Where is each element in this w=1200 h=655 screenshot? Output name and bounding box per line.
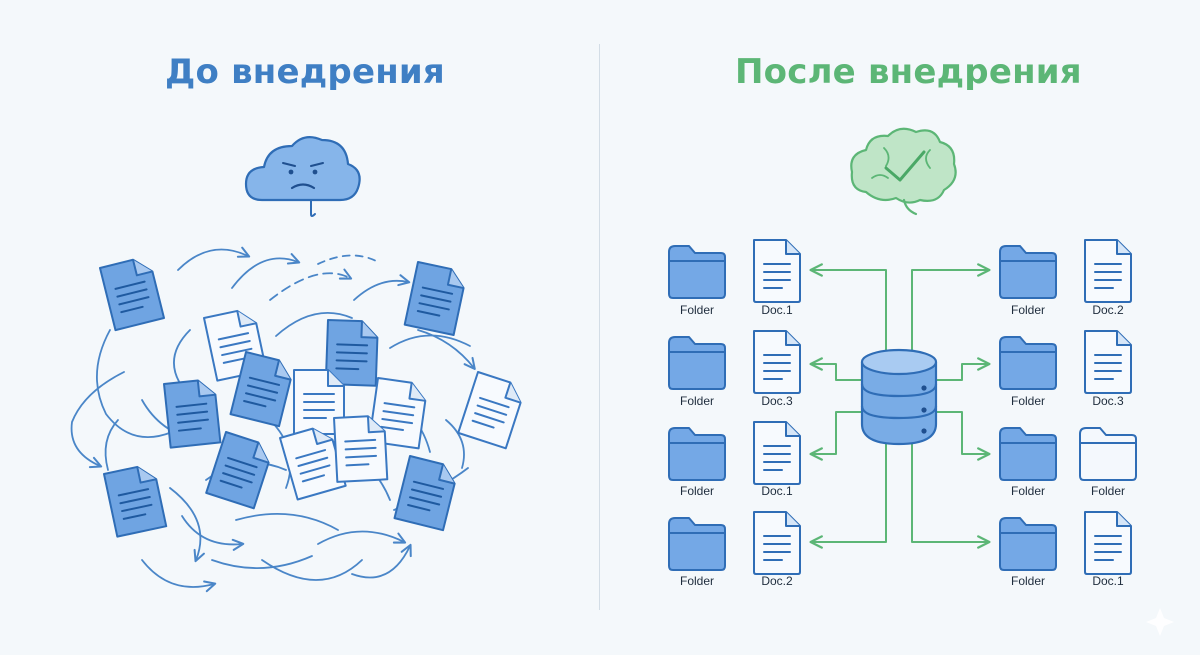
folder-label: Folder bbox=[1091, 484, 1125, 498]
document-label: Doc.1 bbox=[761, 303, 793, 317]
document-icon bbox=[753, 239, 801, 303]
document-label: Doc.1 bbox=[1092, 574, 1124, 588]
hub-connectors bbox=[809, 263, 991, 549]
folder-icon bbox=[999, 427, 1057, 481]
database-icon bbox=[860, 348, 938, 446]
right-row: Folder Doc.1 bbox=[999, 511, 1132, 588]
folder-outline-icon bbox=[1079, 427, 1137, 481]
folder-icon bbox=[668, 245, 726, 299]
document-icon bbox=[403, 261, 468, 336]
right-row: Folder Doc.2 bbox=[999, 239, 1132, 317]
sad-cloud-icon bbox=[244, 135, 361, 217]
scattered-documents bbox=[99, 254, 527, 538]
folder-icon bbox=[668, 336, 726, 390]
folder-icon bbox=[668, 427, 726, 481]
folder-label: Folder bbox=[680, 394, 714, 408]
folder-label: Folder bbox=[1011, 574, 1045, 588]
left-row: Folder Doc.1 bbox=[668, 421, 801, 498]
document-icon bbox=[163, 377, 222, 449]
brain-checkmark-icon bbox=[850, 127, 957, 216]
document-icon bbox=[393, 455, 460, 532]
folder-icon bbox=[668, 517, 726, 571]
right-row: Folder Folder bbox=[999, 427, 1137, 498]
document-icon bbox=[1084, 511, 1132, 575]
document-icon bbox=[99, 254, 165, 332]
folder-label: Folder bbox=[680, 484, 714, 498]
left-row: Folder Doc.1 bbox=[668, 239, 801, 317]
left-row: Folder Doc.3 bbox=[668, 330, 801, 408]
document-label: Doc.3 bbox=[1092, 394, 1124, 408]
document-label: Doc.2 bbox=[1092, 303, 1124, 317]
panel-divider bbox=[599, 44, 600, 610]
document-label: Doc.1 bbox=[761, 484, 793, 498]
folder-icon bbox=[999, 517, 1057, 571]
document-icon bbox=[1084, 330, 1132, 394]
folder-label: Folder bbox=[1011, 394, 1045, 408]
document-icon bbox=[457, 371, 527, 450]
document-icon bbox=[103, 462, 168, 538]
folder-label: Folder bbox=[680, 574, 714, 588]
right-row: Folder Doc.3 bbox=[999, 330, 1132, 408]
folder-label: Folder bbox=[680, 303, 714, 317]
folder-icon bbox=[999, 336, 1057, 390]
document-label: Doc.2 bbox=[761, 574, 793, 588]
left-file-grid: Folder Doc.1 Folder Doc.3 Folder Doc.1 F… bbox=[668, 239, 801, 588]
folder-label: Folder bbox=[1011, 484, 1045, 498]
folder-label: Folder bbox=[1011, 303, 1045, 317]
folder-icon bbox=[999, 245, 1057, 299]
right-file-grid: Folder Doc.2 Folder Doc.3 Folder Folder … bbox=[999, 239, 1137, 588]
sparkle-icon bbox=[1146, 608, 1174, 636]
document-icon bbox=[333, 414, 389, 483]
document-icon bbox=[1084, 239, 1132, 303]
document-icon bbox=[753, 421, 801, 485]
document-label: Doc.3 bbox=[761, 394, 793, 408]
after-title: После внедрения bbox=[735, 52, 1082, 92]
document-icon bbox=[753, 511, 801, 575]
document-icon bbox=[753, 330, 801, 394]
left-row: Folder Doc.2 bbox=[668, 511, 801, 588]
before-title: До внедрения bbox=[165, 52, 445, 92]
